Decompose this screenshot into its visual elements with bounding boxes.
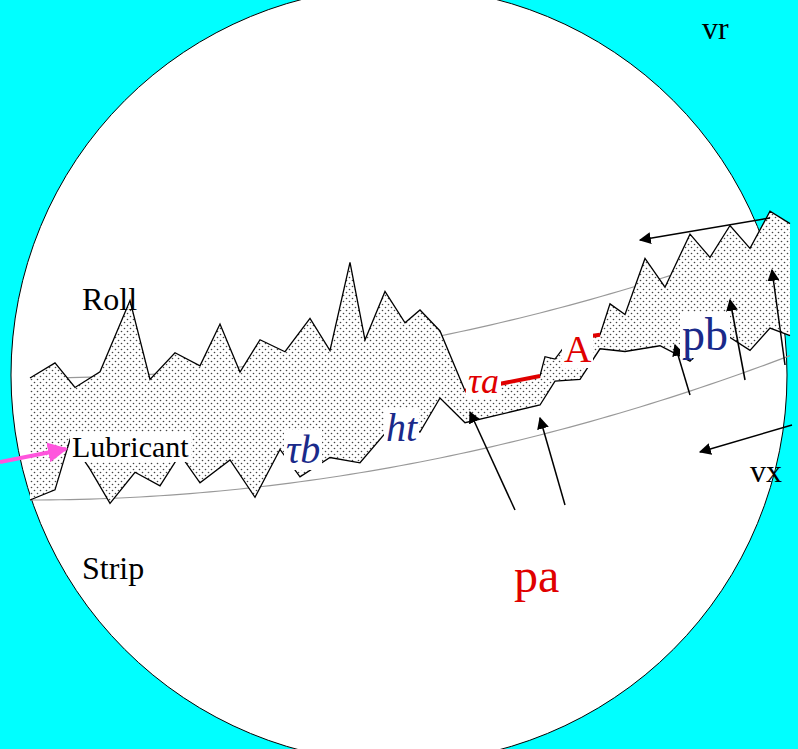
pressure-arrow [772, 270, 785, 365]
symbol-label: τb [284, 430, 322, 470]
symbol-label: τa [466, 363, 501, 399]
part-name: Roll [80, 283, 139, 315]
part-name: Strip [80, 552, 146, 584]
pressure-arrow [730, 300, 745, 380]
velocity-label: vx [748, 455, 784, 487]
symbol-label: pa [512, 552, 561, 600]
roll-surface [30, 211, 790, 391]
symbol-label: A [562, 330, 593, 368]
strip-velocity-arrow [700, 425, 792, 452]
part-name: Lubricant [70, 432, 191, 462]
symbol-label: ht [384, 408, 419, 448]
roll-velocity-arrow [640, 218, 770, 240]
lubricant-film [30, 211, 790, 503]
pointer-arrow [0, 449, 66, 462]
velocity-label: vr [700, 12, 731, 44]
pressure-arrow [540, 418, 565, 505]
strip-surface [30, 328, 790, 503]
pressure-arrow [470, 412, 515, 510]
symbol-label: pb [680, 312, 730, 358]
